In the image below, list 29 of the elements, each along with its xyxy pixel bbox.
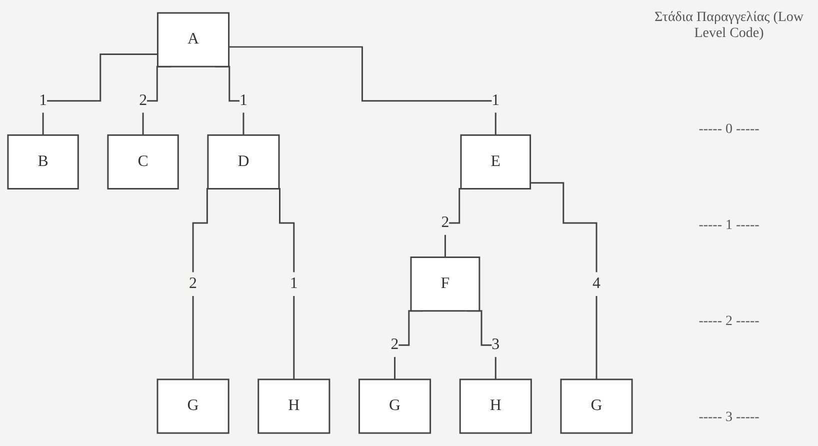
node-box: C <box>107 134 179 190</box>
edge-label: 3 <box>492 336 500 354</box>
edge-label: 2 <box>139 92 148 109</box>
node-box: A <box>156 12 230 68</box>
edge-label: 2 <box>189 275 198 292</box>
connector <box>530 182 598 380</box>
edge-label: 1 <box>239 92 248 109</box>
edge-label: 4 <box>592 275 600 292</box>
edge-label: 2 <box>441 214 450 231</box>
node-box: B <box>7 134 79 190</box>
node-box: D <box>207 134 280 190</box>
node-box: E <box>460 134 532 190</box>
column-heading: Στάδια Παραγγελίας (Low Level Code) <box>654 10 804 42</box>
connector <box>228 46 496 136</box>
level-label: ----- 2 ----- <box>698 314 760 330</box>
node-box: H <box>258 378 330 434</box>
edge-label: 2 <box>390 336 399 354</box>
connector <box>42 53 158 136</box>
edge-label: 1 <box>39 92 48 109</box>
edge-label: 1 <box>290 275 298 292</box>
node-box: F <box>410 256 480 312</box>
node-box: G <box>156 378 230 434</box>
node-box: G <box>560 378 633 434</box>
edge-label: 1 <box>492 92 500 109</box>
level-label: ----- 0 ----- <box>698 122 760 138</box>
level-label: ----- 1 ----- <box>698 218 760 234</box>
node-box: H <box>459 378 532 434</box>
level-label: ----- 3 ----- <box>698 410 760 426</box>
node-box: G <box>358 378 432 434</box>
